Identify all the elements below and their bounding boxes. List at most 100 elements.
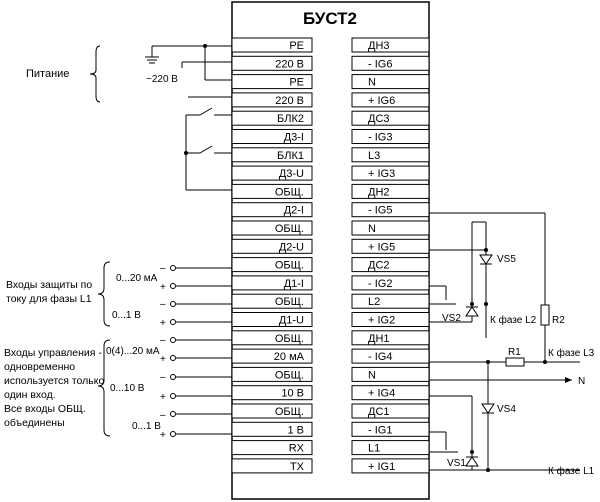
phase-l2-label: К фазе L2 bbox=[490, 314, 537, 326]
terminal-label: Д3-I bbox=[284, 132, 304, 144]
terminal-label: + IG3 bbox=[368, 168, 395, 180]
protection-label-line2: току для фазы L1 bbox=[6, 293, 92, 305]
terminal-label: Д1-U bbox=[279, 315, 304, 327]
terminal-box bbox=[231, 220, 313, 236]
terminal-box bbox=[351, 147, 430, 163]
right-terminal-6: - IG3 bbox=[351, 129, 430, 144]
control-label-line6: объединены bbox=[4, 417, 65, 429]
device-title: БУСТ2 bbox=[303, 9, 357, 28]
thyristor-wiring bbox=[429, 212, 580, 471]
terminal-label: - IG6 bbox=[368, 58, 392, 70]
protection-inputs-wiring bbox=[97, 261, 232, 327]
left-terminal-21: ОБЩ. bbox=[231, 403, 313, 419]
sign-plus-3: + bbox=[160, 354, 166, 365]
range-0-4-20ma-label: 0(4)...20 мА bbox=[106, 346, 160, 357]
terminal-box bbox=[351, 403, 430, 419]
power-ground-nodes bbox=[184, 44, 207, 155]
terminal-label: 220 В bbox=[275, 95, 304, 107]
terminal-box bbox=[351, 183, 430, 199]
terminal-label: N bbox=[368, 223, 376, 235]
control-label-line2: одновременно bbox=[4, 361, 75, 373]
terminal-box bbox=[231, 147, 313, 163]
terminal-box bbox=[351, 165, 430, 181]
left-terminal-1: PE bbox=[231, 37, 313, 53]
terminal-label: Д1-I bbox=[284, 278, 304, 290]
right-terminal-9: ДН2 bbox=[351, 183, 430, 199]
left-terminal-3: PE bbox=[231, 74, 313, 90]
protection-label-line1: Входы защиты по bbox=[6, 279, 92, 291]
control-inputs-wiring bbox=[97, 339, 232, 437]
terminal-box bbox=[351, 421, 430, 437]
terminal-box bbox=[231, 74, 313, 90]
terminal-box bbox=[231, 55, 313, 71]
terminal-box bbox=[231, 385, 313, 401]
terminal-box bbox=[351, 330, 430, 346]
range-0-1v-label-a: 0...1 В bbox=[112, 310, 141, 321]
right-terminal-4: + IG6 bbox=[351, 92, 430, 108]
right-terminal-21: ДС1 bbox=[351, 403, 430, 419]
terminal-box bbox=[351, 440, 430, 456]
terminal-box bbox=[231, 330, 313, 346]
sign-plus-5: + bbox=[160, 430, 166, 441]
right-terminal-20: + IG4 bbox=[351, 385, 430, 401]
terminal-label: ДС2 bbox=[368, 260, 390, 272]
terminal-box bbox=[351, 366, 430, 382]
terminal-label: ОБЩ. bbox=[275, 406, 304, 418]
terminal-label: PE bbox=[289, 40, 304, 52]
range-0-10v-label: 0...10 В bbox=[110, 383, 145, 394]
left-terminal-18: 20 мА bbox=[231, 348, 313, 364]
terminal-label: ДС1 bbox=[368, 406, 390, 418]
terminal-label: TX bbox=[290, 461, 305, 473]
terminal-label: ОБЩ. bbox=[275, 333, 304, 345]
left-terminal-13: ОБЩ. bbox=[231, 257, 313, 273]
terminal-box bbox=[351, 74, 430, 90]
terminal-box bbox=[351, 458, 430, 474]
right-terminal-19: N bbox=[351, 366, 430, 382]
terminal-label: L1 bbox=[368, 443, 380, 455]
right-terminal-24: + IG1 bbox=[351, 458, 430, 474]
control-input-terminals bbox=[170, 337, 176, 437]
control-label-line4: один вход. bbox=[4, 389, 56, 401]
right-terminal-14: - IG2 bbox=[351, 275, 430, 291]
terminal-box bbox=[231, 257, 313, 273]
terminal-box bbox=[351, 385, 430, 401]
terminal-label: PE bbox=[289, 77, 304, 89]
terminal-label: - IG2 bbox=[368, 278, 392, 290]
terminal-label: + IG2 bbox=[368, 315, 395, 327]
terminal-label: 20 мА bbox=[274, 351, 305, 363]
terminal-label: 10 В bbox=[281, 388, 304, 400]
terminal-box bbox=[231, 275, 313, 291]
terminal-label: N bbox=[368, 77, 376, 89]
right-terminal-17: ДН1 bbox=[351, 330, 430, 346]
left-terminal-17: ОБЩ. bbox=[231, 330, 313, 346]
terminal-label: ОБЩ. bbox=[275, 296, 304, 308]
terminal-label: ОБЩ. bbox=[275, 369, 304, 381]
left-terminal-14: Д1-I bbox=[231, 275, 313, 291]
right-terminal-13: ДС2 bbox=[351, 257, 430, 273]
left-terminal-8: Д3-U bbox=[231, 165, 313, 181]
left-terminal-22: 1 В bbox=[231, 421, 313, 437]
terminal-label: ДН1 bbox=[368, 333, 390, 345]
left-terminal-23: RX bbox=[231, 440, 313, 456]
terminal-label: + IG1 bbox=[368, 461, 395, 473]
terminal-box bbox=[231, 92, 313, 108]
right-terminal-22: - IG1 bbox=[351, 421, 430, 437]
right-terminal-2: - IG6 bbox=[351, 55, 430, 71]
terminal-label: Д3-U bbox=[279, 168, 304, 180]
terminal-box bbox=[351, 220, 430, 236]
terminal-box bbox=[351, 257, 430, 273]
left-terminal-24: TX bbox=[231, 458, 313, 474]
r1-label: R1 bbox=[508, 347, 521, 358]
terminal-box bbox=[231, 183, 313, 199]
right-terminal-16: + IG2 bbox=[351, 312, 430, 327]
sign-minus-5: – bbox=[160, 410, 166, 421]
left-terminal-10: Д2-I bbox=[231, 202, 313, 218]
right-terminal-8: + IG3 bbox=[351, 165, 430, 181]
terminal-label: ОБЩ. bbox=[275, 223, 304, 235]
terminal-box bbox=[231, 366, 313, 382]
terminal-label: ДН2 bbox=[368, 186, 390, 198]
thyristor-vs2 bbox=[465, 306, 479, 317]
left-terminal-9: ОБЩ. bbox=[231, 183, 313, 199]
